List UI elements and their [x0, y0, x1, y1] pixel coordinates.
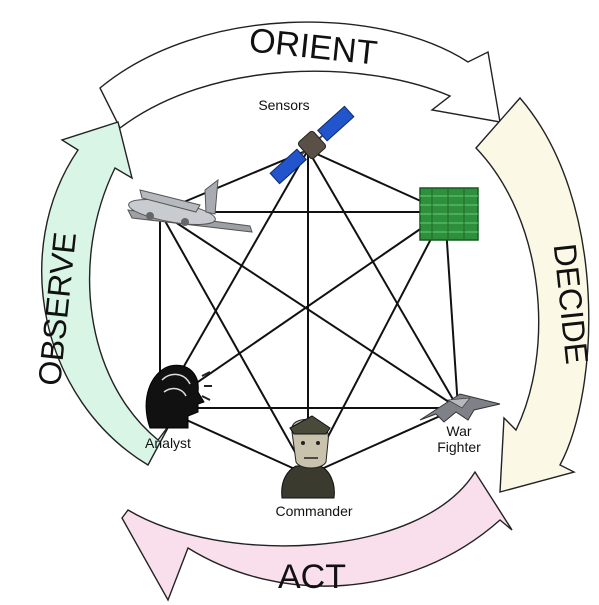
- server-rack-icon: [419, 187, 479, 241]
- analyst-label: Analyst: [145, 435, 191, 451]
- observe-arrow: [41, 121, 171, 466]
- war-fighter-label-line1: War: [446, 423, 471, 439]
- act-label: ACT: [278, 558, 346, 596]
- satellite-icon: [269, 105, 355, 185]
- network-lines: [159, 149, 459, 476]
- commander-icon: [281, 415, 335, 499]
- act-arrow: [121, 470, 513, 602]
- surveillance-aircraft-icon: [127, 178, 253, 233]
- sensors-label: Sensors: [258, 97, 309, 113]
- stealth-bomber-icon: [419, 393, 501, 423]
- commander-label: Commander: [275, 503, 352, 519]
- decide-arrow: [475, 96, 590, 493]
- orient-arrow: [99, 21, 501, 130]
- analyst-head-icon: [145, 364, 212, 429]
- war-fighter-label-line2: Fighter: [437, 439, 481, 455]
